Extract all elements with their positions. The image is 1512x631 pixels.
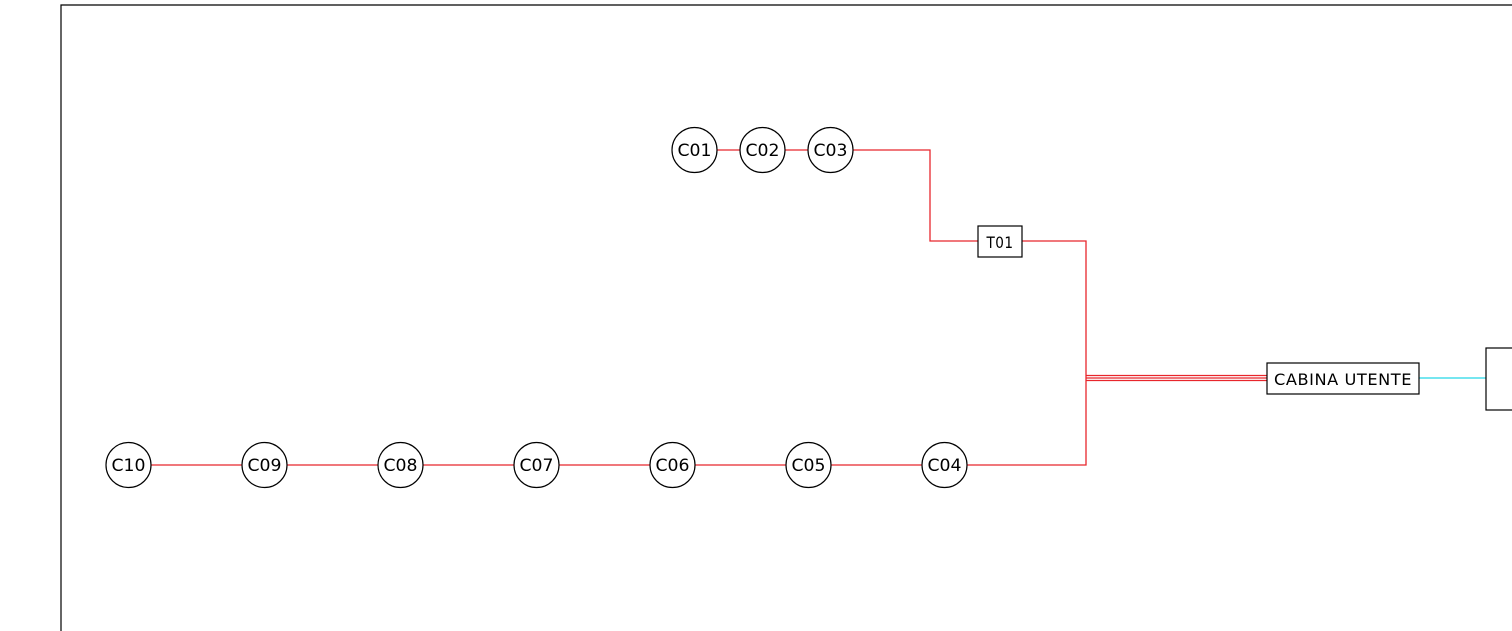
substation-box: CABINA UTENTE [1266,362,1420,395]
node-c01-label: C01 [678,141,712,161]
generator-nodes: C01 C02 C03 C04 C05 C06 C07 C08 [105,126,968,489]
node-c08: C08 [377,441,424,489]
node-c09-label: C09 [248,456,282,476]
cable-c04-junction [967,378,1087,466]
node-c04-label: C04 [928,456,962,476]
node-c07-label: C07 [520,456,554,476]
node-c06: C06 [649,441,696,489]
cable-lines [151,149,1267,466]
node-c01: C01 [671,126,718,174]
node-c09: C09 [241,441,288,489]
node-c06-label: C06 [656,456,690,476]
node-c04: C04 [921,441,968,489]
node-c02: C02 [739,126,786,174]
node-c05-label: C05 [792,456,826,476]
node-c03: C03 [807,126,854,174]
node-c05: C05 [785,441,832,489]
drawing-frame [60,4,1512,631]
cable-t01-junction [1022,240,1087,378]
node-c10-label: C10 [112,456,146,476]
node-c10: C10 [105,441,152,489]
transformer-label: T01 [986,233,1014,252]
node-c08-label: C08 [384,456,418,476]
node-c03-label: C03 [814,141,848,161]
node-c02-label: C02 [746,141,780,161]
cable-c03-t01 [853,149,978,242]
transformer-box: T01 [977,225,1023,258]
external-box [1485,347,1512,411]
node-c07: C07 [513,441,560,489]
substation-label: CABINA UTENTE [1274,370,1412,389]
